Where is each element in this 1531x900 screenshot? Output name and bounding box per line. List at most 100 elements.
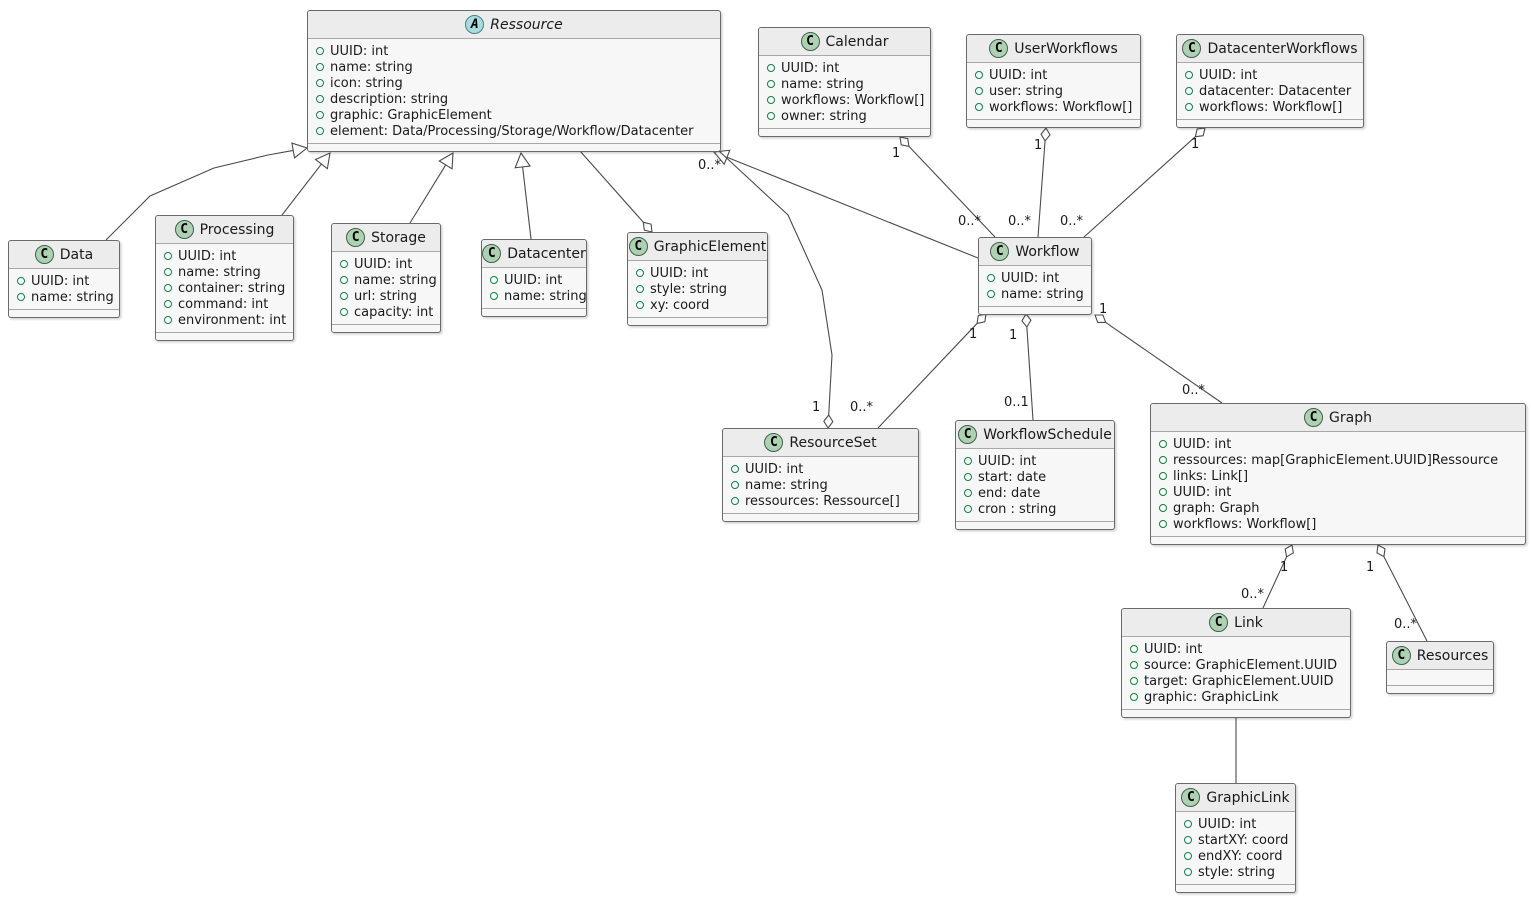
attribute-row: UUID: int — [1159, 484, 1517, 500]
attribute-text: name: string — [330, 59, 413, 75]
attribute-text: element: Data/Processing/Storage/Workflo… — [330, 123, 694, 139]
edge-Datacenter-Ressource — [522, 166, 532, 240]
multiplicity-label: 1 — [892, 146, 901, 161]
methods-compartment — [482, 308, 586, 316]
attribute-row: name: string — [767, 76, 922, 92]
class-header: C Link — [1122, 609, 1350, 636]
field-visibility-icon — [316, 127, 324, 135]
field-visibility-icon — [975, 71, 983, 79]
edge-Resources-Graph — [1383, 556, 1428, 642]
attribute-row: environment: int — [164, 312, 286, 328]
field-visibility-icon — [767, 112, 775, 120]
attribute-text: xy: coord — [650, 297, 710, 313]
class-name: Datacenter — [507, 245, 586, 262]
class-header: A Ressource — [308, 11, 720, 38]
field-visibility-icon — [340, 308, 348, 316]
class-name: GraphicLink — [1206, 789, 1290, 806]
attribute-row: UUID: int — [987, 270, 1083, 286]
field-visibility-icon — [164, 268, 172, 276]
attribute-text: name: string — [504, 288, 587, 304]
class-type-icon: A — [465, 15, 485, 34]
attribute-text: name: string — [354, 272, 437, 288]
edge-Workflow-UserWorkflows — [1037, 140, 1046, 238]
edge-Workflow-Calendar — [908, 146, 996, 238]
class-header: C ResourceSet — [723, 429, 918, 456]
attribute-text: capacity: int — [354, 304, 434, 320]
attribute-text: name: string — [31, 289, 114, 305]
methods-compartment — [1151, 536, 1525, 544]
multiplicity-label: 1 — [1280, 560, 1289, 575]
field-visibility-icon — [1130, 677, 1138, 685]
class-type-icon: C — [800, 32, 820, 51]
attribute-text: UUID: int — [1144, 641, 1203, 657]
field-visibility-icon — [731, 465, 739, 473]
class-header: C Data — [9, 241, 119, 268]
multiplicity-label: 0..* — [1394, 617, 1418, 632]
attribute-row: element: Data/Processing/Storage/Workflo… — [316, 123, 712, 139]
aggregation-diamond-icon — [1094, 314, 1107, 323]
attribute-text: UUID: int — [978, 453, 1037, 469]
attribute-text: source: GraphicElement.UUID — [1144, 657, 1338, 673]
attribute-row: name: string — [490, 288, 587, 304]
inheritance-triangle-icon — [314, 152, 331, 170]
field-visibility-icon — [1185, 103, 1193, 111]
attribute-text: UUID: int — [1199, 67, 1258, 83]
field-visibility-icon — [316, 111, 324, 119]
attribute-row: end: date — [964, 485, 1106, 501]
attribute-text: UUID: int — [178, 248, 237, 264]
aggregation-diamond-icon — [899, 136, 910, 148]
class-name: WorkflowSchedule — [983, 426, 1112, 443]
attribute-row: UUID: int — [636, 265, 759, 281]
attribute-row: cron : string — [964, 501, 1106, 517]
field-visibility-icon — [1185, 87, 1193, 95]
class-header: C WorkflowSchedule — [956, 421, 1114, 448]
field-visibility-icon — [490, 276, 498, 284]
methods-compartment — [979, 306, 1091, 314]
methods-compartment — [1122, 709, 1350, 717]
attribute-row: UUID: int — [164, 248, 285, 264]
attribute-text: datacenter: Datacenter — [1199, 83, 1352, 99]
attribute-row: workflows: Workflow[] — [1159, 516, 1517, 532]
field-visibility-icon — [1159, 440, 1167, 448]
class-name: Storage — [371, 229, 426, 246]
attribute-text: workflows: Workflow[] — [1173, 516, 1317, 532]
attribute-row: UUID: int — [490, 272, 578, 288]
class-header: C Storage — [332, 224, 440, 251]
attributes-compartment — [1387, 669, 1493, 685]
attribute-row: capacity: int — [340, 304, 434, 320]
field-visibility-icon — [1130, 661, 1138, 669]
field-visibility-icon — [1184, 852, 1192, 860]
field-visibility-icon — [1159, 488, 1167, 496]
attribute-text: name: string — [1001, 286, 1084, 302]
attribute-row: description: string — [316, 91, 712, 107]
class-type-icon: C — [1391, 646, 1411, 665]
multiplicity-label: 0..* — [1008, 214, 1032, 229]
field-visibility-icon — [767, 64, 775, 72]
multiplicity-label: 1 — [1191, 137, 1200, 152]
attribute-text: graph: Graph — [1173, 500, 1260, 516]
class-type-icon: C — [958, 425, 978, 444]
attribute-row: UUID: int — [1159, 436, 1517, 452]
edge-Storage-Ressource — [409, 164, 447, 224]
inheritance-triangle-icon — [514, 151, 532, 169]
aggregation-diamond-icon — [1021, 313, 1032, 328]
attribute-row: workflows: Workflow[] — [975, 99, 1132, 115]
class-type-icon: C — [628, 237, 648, 256]
multiplicity-label: 1 — [1366, 560, 1375, 575]
class-header: C Calendar — [759, 28, 930, 55]
attribute-text: UUID: int — [1198, 816, 1257, 832]
field-visibility-icon — [1185, 71, 1193, 79]
class-box-Resources: C Resources — [1386, 641, 1494, 694]
field-visibility-icon — [767, 80, 775, 88]
class-type-icon: C — [482, 244, 502, 263]
attribute-text: workflows: Workflow[] — [989, 99, 1133, 115]
aggregation-diamond-icon — [823, 414, 834, 429]
